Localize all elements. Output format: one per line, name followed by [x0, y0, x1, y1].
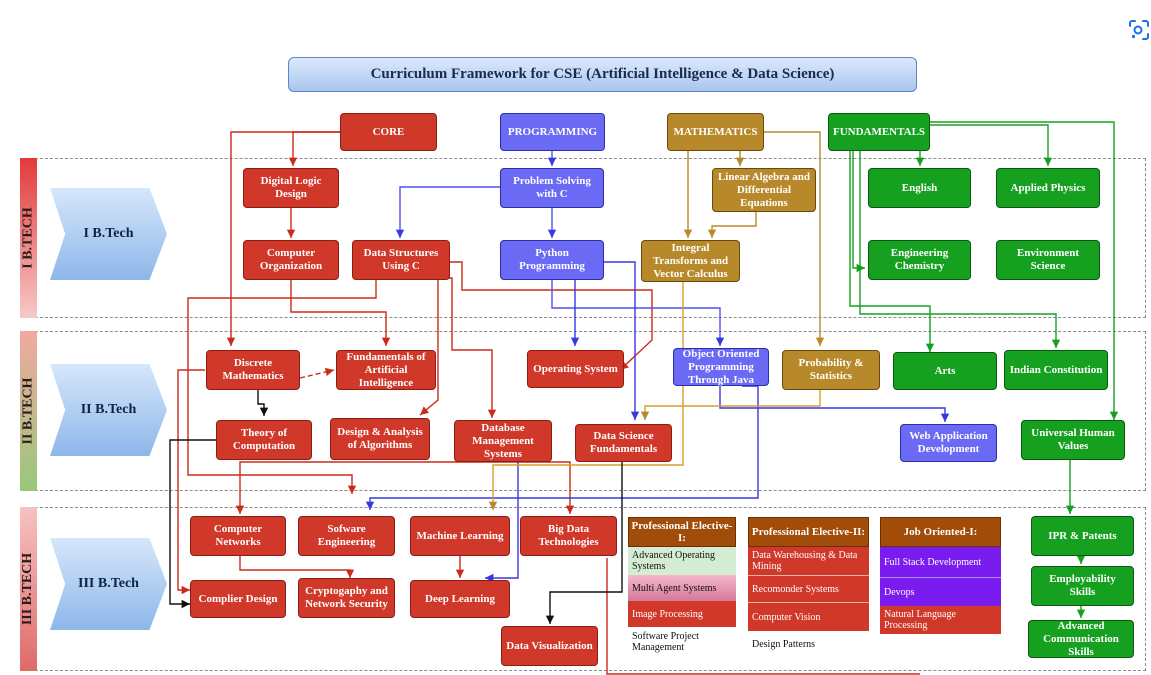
- year3-chevron: III B.Tech: [50, 538, 167, 630]
- year1-side-label: I B.TECH: [20, 158, 37, 318]
- lens-icon-graphic: [1129, 20, 1149, 40]
- elective1-item: Advanced Operating Systems: [628, 547, 736, 575]
- course-indian-constitution: Indian Constitution: [1004, 350, 1108, 390]
- category-fundamentals: FUNDAMENTALS: [828, 113, 930, 151]
- course-operating-system: Operating System: [527, 350, 624, 388]
- elective2-item: Design Patterns: [748, 631, 869, 657]
- course-fundamentals-ai: Fundamentals of Artificial Intelligence: [336, 350, 436, 390]
- course-digital-logic-design: Digital Logic Design: [243, 168, 339, 208]
- job-oriented-item: Natural Language Processing: [880, 606, 1001, 634]
- course-problem-solving-c: Problem Solving with C: [500, 168, 604, 208]
- category-mathematics: MATHEMATICS: [667, 113, 764, 151]
- course-integral-transforms: Integral Transforms and Vector Calculus: [641, 240, 740, 282]
- course-applied-physics: Applied Physics: [996, 168, 1100, 208]
- course-compiler-design: Complier Design: [190, 580, 286, 618]
- job-oriented-item: Full Stack Development: [880, 547, 1001, 577]
- course-employability-skills: Employability Skills: [1031, 566, 1134, 606]
- course-computer-networks: Computer Networks: [190, 516, 286, 556]
- course-big-data-technologies: Big Data Technologies: [520, 516, 617, 556]
- course-machine-learning: Machine Learning: [410, 516, 510, 556]
- page-title: Curriculum Framework for CSE (Artificial…: [288, 57, 917, 92]
- course-dbms: Database Management Systems: [454, 420, 552, 462]
- course-design-analysis-algorithms: Design & Analysis of Algorithms: [330, 418, 430, 460]
- course-environment-science: Environment Science: [996, 240, 1100, 280]
- elective2-item: Data Warehousing & Data Mining: [748, 547, 869, 575]
- year2-chevron: II B.Tech: [50, 364, 167, 456]
- elective1-header: Professional Elective-I:: [628, 517, 736, 547]
- course-cryptography: Cryptogaphy and Network Security: [298, 578, 395, 618]
- course-discrete-mathematics: Discrete Mathematics: [206, 350, 300, 390]
- course-arts: Arts: [893, 352, 997, 390]
- year1-chevron: I B.Tech: [50, 188, 167, 280]
- course-ipr-patents: IPR & Patents: [1031, 516, 1134, 556]
- course-data-visualization: Data Visualization: [501, 626, 598, 666]
- category-core: CORE: [340, 113, 437, 151]
- course-python-programming: Python Programming: [500, 240, 604, 280]
- elective1-table: Professional Elective-I: Advanced Operat…: [628, 517, 736, 657]
- elective1-item: Multi Agent Systems: [628, 575, 736, 601]
- elective2-item: Computer Vision: [748, 602, 869, 631]
- elective2-table: Professional Elective-II: Data Warehousi…: [748, 517, 869, 657]
- course-software-engineering: Sofware Engineering: [298, 516, 395, 556]
- course-linear-algebra: Linear Algebra and Differential Equation…: [712, 168, 816, 212]
- course-english: English: [868, 168, 971, 208]
- elective1-item: Image Processing: [628, 601, 736, 627]
- course-theory-of-computation: Theory of Computation: [216, 420, 312, 460]
- elective1-item: Software Project Management: [628, 627, 736, 657]
- category-programming: PROGRAMMING: [500, 113, 605, 151]
- course-probability-statistics: Probability & Statistics: [782, 350, 880, 390]
- course-data-science-fundamentals: Data Science Fundamentals: [575, 424, 672, 462]
- lens-search-icon[interactable]: [1127, 18, 1151, 42]
- course-engineering-chemistry: Engineering Chemistry: [868, 240, 971, 280]
- job-oriented-table: Job Oriented-I: Full Stack Development D…: [880, 517, 1001, 634]
- elective2-item: Recomonder Systems: [748, 575, 869, 602]
- course-data-structures: Data Structures Using C: [352, 240, 450, 280]
- course-oop-java: Object Oriented Programming Through Java: [673, 348, 769, 386]
- course-deep-learning: Deep Learning: [410, 580, 510, 618]
- course-web-application-development: Web Application Development: [900, 424, 997, 462]
- job-oriented-item: Devops: [880, 577, 1001, 606]
- year2-side-label: II B.TECH: [20, 331, 37, 491]
- course-computer-organization: Computer Organization: [243, 240, 339, 280]
- elective2-header: Professional Elective-II:: [748, 517, 869, 547]
- year3-side-label: III B.TECH: [20, 507, 37, 671]
- job-oriented-header: Job Oriented-I:: [880, 517, 1001, 547]
- course-universal-human-values: Universal Human Values: [1021, 420, 1125, 460]
- course-advanced-communication: Advanced Communication Skills: [1028, 620, 1134, 658]
